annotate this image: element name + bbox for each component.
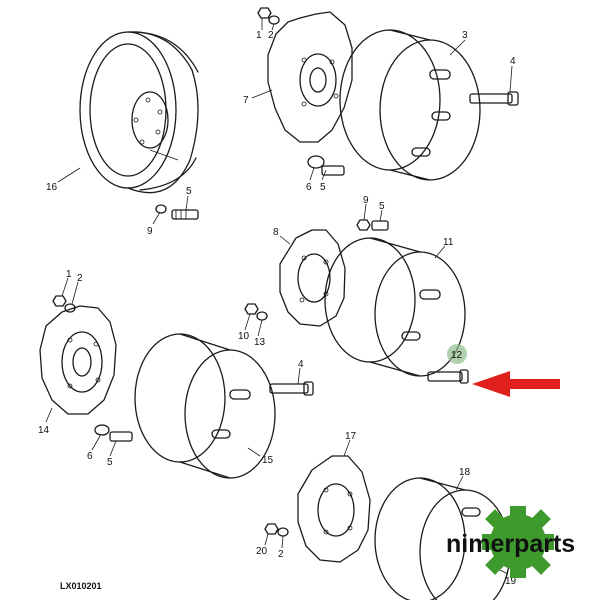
washer-2-top [268,15,280,25]
callout-7: 7 [243,95,249,106]
callout-16: 16 [46,182,58,193]
callout-12: 12 [451,350,463,361]
centre-disc-14 [39,305,117,415]
brand-logo: nimerparts [446,506,575,578]
callout-6-top: 6 [306,182,312,193]
callout-18: 18 [459,467,471,478]
callout-5-top: 5 [320,182,326,193]
callout-3: 3 [462,30,468,41]
bolt-5-low [109,431,133,442]
callout-8: 8 [273,227,279,238]
callout-14: 14 [38,425,50,436]
callout-10: 10 [238,331,250,342]
centre-disc-7 [267,11,353,143]
washer-2-bottom [277,527,289,537]
rim-3 [339,29,481,181]
centre-disc-8 [279,229,346,327]
leader-lines [45,18,513,575]
callout-5-mid: 5 [379,201,385,212]
callout-9-left: 9 [147,226,153,237]
callout-11: 11 [443,237,454,248]
red-arrow-icon [472,371,560,397]
callout-1-low: 1 [66,269,72,280]
washer-6-low [94,424,110,436]
callout-2-low: 2 [77,273,83,284]
centre-disc-17 [297,455,371,563]
callout-20: 20 [256,546,268,557]
callout-17: 17 [345,431,357,442]
callout-1-top: 1 [256,30,262,41]
nut-9-mid [356,219,371,231]
callout-9-mid: 9 [363,195,369,206]
callout-labels: 1 2 3 4 7 6 5 16 5 9 9 5 8 11 10 13 1 2 … [38,30,517,587]
highlight-marker: 12 [447,344,560,397]
bolt-12-highlighted [427,369,469,384]
callout-5-left: 5 [186,186,192,197]
callout-15: 15 [262,455,274,466]
highlight-circle [447,344,467,364]
callout-4-low: 4 [298,359,304,370]
washer-6-top [307,155,325,169]
callout-2-bottom: 2 [278,549,284,560]
bolt-4-low [269,381,314,396]
callout-13: 13 [254,337,266,348]
bolt-5-top [321,165,345,176]
brand-name: nimerparts [446,530,575,558]
nut-1-top [257,7,272,19]
bolt-5-mid [371,220,389,231]
callout-19: 19 [505,576,517,587]
callout-5-low: 5 [107,457,113,468]
callout-6-low: 6 [87,451,93,462]
bolt-5-left [171,209,199,220]
nut-10 [244,303,259,315]
washer-9-left [155,204,167,214]
washer-13 [256,311,268,321]
callout-4-top: 4 [510,56,516,67]
bolt-4-top [469,91,519,106]
rim-15 [134,333,276,479]
nut-1-low [52,295,67,307]
nut-20 [264,523,279,535]
figure-code: LX010201 [60,581,102,591]
rim-11 [324,237,466,377]
wheel-assembly-16 [79,31,199,194]
callout-2-top: 2 [268,30,274,41]
